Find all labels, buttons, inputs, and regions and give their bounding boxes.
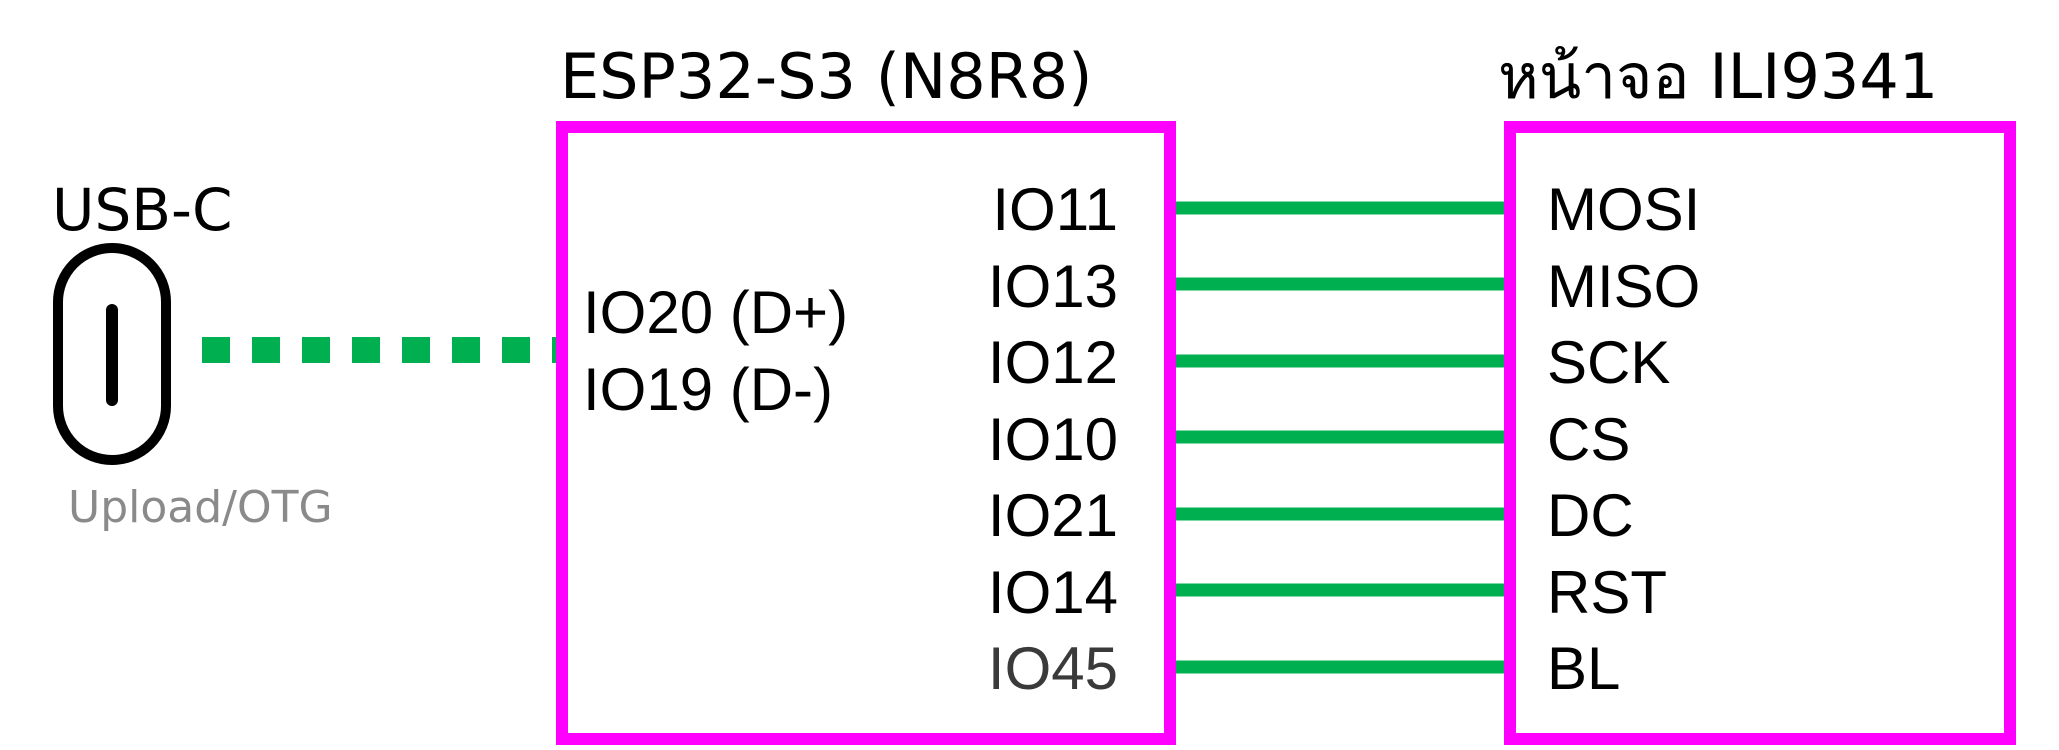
esp32-usb-pin-dminus: IO19 (D-) (583, 356, 833, 423)
esp32-pin-label: IO14 (988, 559, 1118, 626)
display-pin-label: BL (1547, 635, 1620, 702)
esp32-pin-label: IO21 (988, 482, 1118, 549)
esp32-spi-pins: IO11 IO13 IO12 IO10 IO21 IO14 IO45 (988, 176, 1118, 702)
usb-title: USB-C (52, 176, 233, 244)
esp32-pin-label: IO10 (988, 406, 1118, 473)
display-module-box (1504, 121, 2016, 745)
display-pin-label: MISO (1547, 253, 1700, 320)
display-pins: MOSI MISO SCK CS DC RST BL (1547, 176, 1700, 702)
display-pin-label: RST (1547, 559, 1667, 626)
display-pin-label: DC (1547, 482, 1634, 549)
display-pin-label: CS (1547, 406, 1630, 473)
display-title: หน้าจอ ILI9341 (1498, 40, 1938, 113)
esp32-pin-label: IO45 (988, 635, 1118, 702)
esp32-pin-label: IO12 (988, 329, 1118, 396)
usb-c-port-icon (53, 243, 171, 465)
esp32-board-box (556, 121, 1176, 745)
esp32-pin-label: IO13 (988, 253, 1118, 320)
esp32-usb-pin-dplus: IO20 (D+) (583, 279, 848, 346)
display-pin-label: MOSI (1547, 176, 1700, 243)
spi-wires (1176, 201, 1504, 674)
usb-caption: Upload/OTG (68, 482, 333, 533)
esp32-title: ESP32-S3 (N8R8) (560, 40, 1092, 113)
display-pin-label: SCK (1547, 329, 1670, 396)
esp32-pin-label: IO11 (992, 176, 1118, 243)
